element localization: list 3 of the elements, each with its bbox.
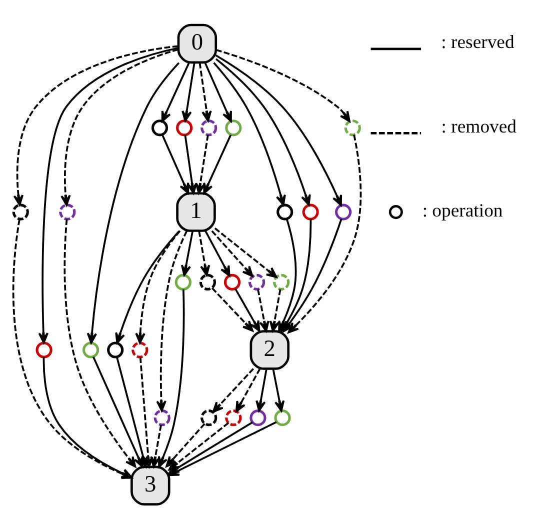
legend-label: : removed (441, 116, 517, 138)
legend-label: : operation (422, 200, 503, 222)
legend-label: : reserved (441, 32, 514, 54)
